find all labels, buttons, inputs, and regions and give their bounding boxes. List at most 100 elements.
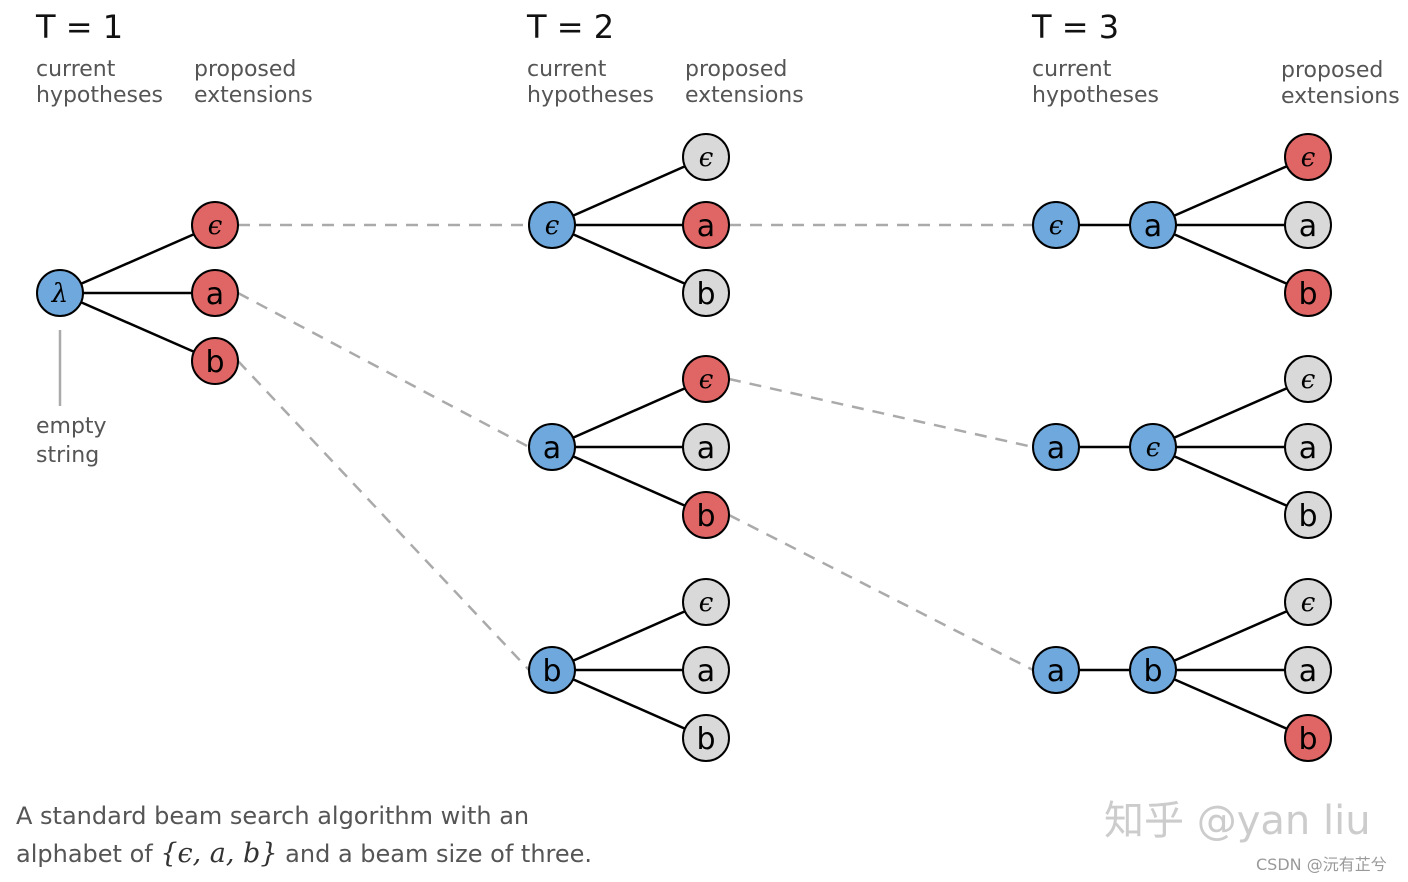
extension-t1-g1-c3-label: b [205,345,224,380]
hypothesis-t1-g1-1: λ [36,269,84,317]
extension-t2-g2-c3-circle [682,491,730,539]
extension-t2-g3-c2-label: a [697,654,715,689]
extension-t3-g1-c3: b [1284,269,1332,317]
hypothesis-t3-g3-2: b [1129,646,1177,694]
extension-t3-g3-c2-circle [1284,646,1332,694]
extension-t2-g2-c3-label: b [696,499,715,534]
step-2-current-label: current [527,57,607,82]
edge-t3-g2-c1 [1152,377,1309,449]
edge-t1-g1-c3 [59,291,216,363]
extension-t3-g2-c1-label: ϵ [1301,365,1316,395]
hypothesis-t3-g1-1-circle [1032,201,1080,249]
beam-link-t2-to-t3-3 [728,513,1034,672]
extension-t2-g1-c3: b [682,269,730,317]
extension-t2-g2-c1: ϵ [682,355,730,403]
extension-t1-g1-c1: ϵ [191,201,239,249]
hypothesis-t3-g1-2-label: a [1144,209,1162,244]
hypothesis-t3-g3-1: a [1032,646,1080,694]
annotation-line-1: empty [36,414,107,439]
extension-t3-g3-c3: b [1284,714,1332,762]
hypothesis-t2-g3-1: b [528,646,576,694]
hypothesis-t2-g2-1-circle [528,423,576,471]
hypothesis-t2-g2-1-label: a [543,431,561,466]
step-3-proposed-label: proposed [1281,58,1383,83]
extension-t2-g2-c3: b [682,491,730,539]
hypothesis-t3-g3-1-circle [1032,646,1080,694]
extension-t3-g1-c1-label: ϵ [1301,143,1316,173]
step-1-current-label: current [36,57,116,82]
edge-t2-g1-c3 [551,223,707,295]
edge-t3-g3-c3 [1152,668,1309,740]
hypothesis-t2-g3-1-circle [528,646,576,694]
extension-t2-g1-c3-circle [682,269,730,317]
hypothesis-t3-g2-1-circle [1032,423,1080,471]
edge-t2-g3-c1 [551,600,707,672]
hypothesis-t3-g3-2-label: b [1143,654,1162,689]
edge-t1-g1-c1 [59,223,216,295]
hypothesis-t3-g2-2: ϵ [1129,423,1177,471]
extension-t3-g2-c2: a [1284,423,1332,471]
extension-t2-g1-c2-label: a [697,209,715,244]
extension-t1-g1-c2-circle [191,269,239,317]
edge-t2-g1-c1 [551,155,707,227]
step-2-proposed-label-2: extensions [685,83,804,108]
step-2-current-label-2: hypotheses [527,83,654,108]
hypothesis-t1-g1-1-label: λ [51,279,68,309]
beam-link-t1-to-t2-3 [237,360,530,671]
step-1-current-label-2: hypotheses [36,83,163,108]
hypothesis-t1-g1-1-circle [36,269,84,317]
caption-pre: alphabet of [16,840,160,868]
step-1-proposed-label: proposed [194,57,296,82]
edge-t2-g3-c3 [551,668,707,740]
extension-t2-g3-c1: ϵ [682,578,730,626]
hypothesis-t2-g1-1-circle [528,201,576,249]
extension-t3-g1-c3-label: b [1298,277,1317,312]
extension-t2-g2-c1-label: ϵ [699,365,714,395]
extension-t1-g1-c1-label: ϵ [208,211,223,241]
extension-t2-g3-c2: a [682,646,730,694]
annotation-line-2: string [36,443,99,468]
step-1-title: T = 1 [35,8,123,46]
extension-t2-g1-c1-label: ϵ [699,143,714,173]
extension-t3-g2-c3: b [1284,491,1332,539]
extension-t1-g1-c2-label: a [206,277,224,312]
extension-t3-g2-c1-circle [1284,355,1332,403]
extension-t2-g3-c2-circle [682,646,730,694]
extension-t3-g2-c3-label: b [1298,499,1317,534]
step-1-proposed-label-2: extensions [194,83,313,108]
caption-post: and a beam size of three. [278,840,593,868]
extension-t2-g1-c2: a [682,201,730,249]
extension-t3-g1-c1-circle [1284,133,1332,181]
hypothesis-t3-g3-1-label: a [1047,654,1065,689]
caption-math: {ϵ, a, b} [160,838,277,869]
step-3-proposed-label-2: extensions [1281,84,1400,109]
caption-line-2: alphabet of {ϵ, a, b} and a beam size of… [16,838,592,869]
extension-t3-g2-c2-label: a [1299,431,1317,466]
hypothesis-t2-g1-1: ϵ [528,201,576,249]
extension-t3-g3-c1: ϵ [1284,578,1332,626]
extension-t3-g3-c1-label: ϵ [1301,588,1316,618]
extension-t3-g3-c3-circle [1284,714,1332,762]
extension-t3-g1-c2: a [1284,201,1332,249]
step-2-proposed-label: proposed [685,57,787,82]
step-3-current-label-2: hypotheses [1032,83,1159,108]
extension-t2-g3-c3: b [682,714,730,762]
extension-t2-g3-c3-label: b [696,722,715,757]
extension-t3-g2-c3-circle [1284,491,1332,539]
extension-t2-g2-c2-circle [682,423,730,471]
extension-t2-g3-c3-circle [682,714,730,762]
beam-link-t1-to-t2-2 [237,291,530,449]
hypothesis-t3-g1-2-circle [1129,201,1177,249]
caption-line-1: A standard beam search algorithm with an [16,802,529,830]
extension-t2-g1-c3-label: b [696,277,715,312]
extension-t2-g2-c2-label: a [697,431,715,466]
hypothesis-t2-g1-1-label: ϵ [545,211,560,241]
extension-t3-g3-c3-label: b [1298,722,1317,757]
edge-t2-g2-c1 [551,377,707,449]
extension-t2-g3-c1-label: ϵ [699,588,714,618]
edge-t2-g2-c3 [551,445,707,517]
extension-t3-g3-c2: a [1284,646,1332,694]
watermark-csdn: CSDN @沅有芷兮 [1256,855,1387,874]
hypothesis-t3-g3-2-circle [1129,646,1177,694]
